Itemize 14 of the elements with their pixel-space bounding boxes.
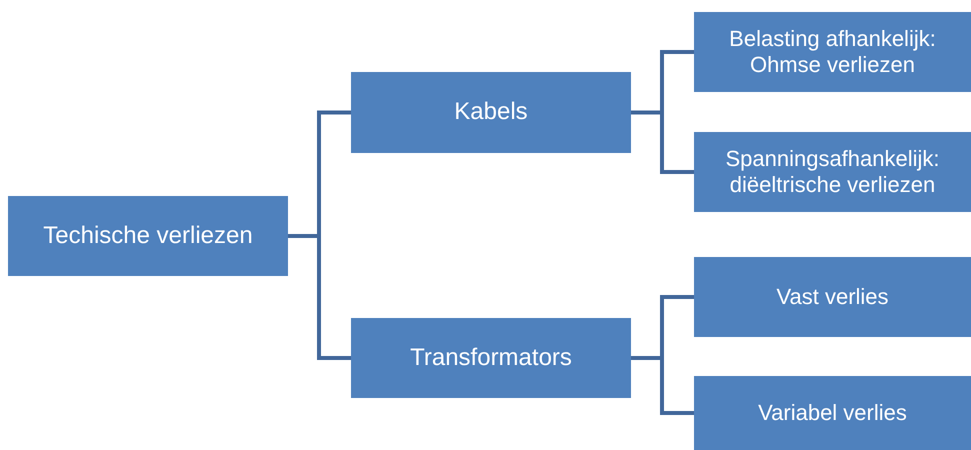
- process-box: [694, 257, 971, 337]
- box-label: Variabel verlies: [758, 400, 907, 426]
- box-label: Spanningsafhankelijk: diëeltrische verliezen: [724, 146, 941, 198]
- process-box: [351, 72, 631, 153]
- box-label: Techische verliezen: [43, 222, 253, 250]
- box-label: Vast verlies: [776, 284, 889, 310]
- process-box: [694, 376, 971, 450]
- box-label: Transformators: [410, 344, 572, 372]
- process-box: [694, 132, 971, 212]
- process-box: [694, 12, 971, 92]
- box-label: Kabels: [454, 98, 528, 127]
- process-box: [8, 196, 288, 276]
- box-label: Belasting afhankelijk: Ohmse verliezen: [728, 26, 937, 78]
- process-box: [351, 318, 631, 398]
